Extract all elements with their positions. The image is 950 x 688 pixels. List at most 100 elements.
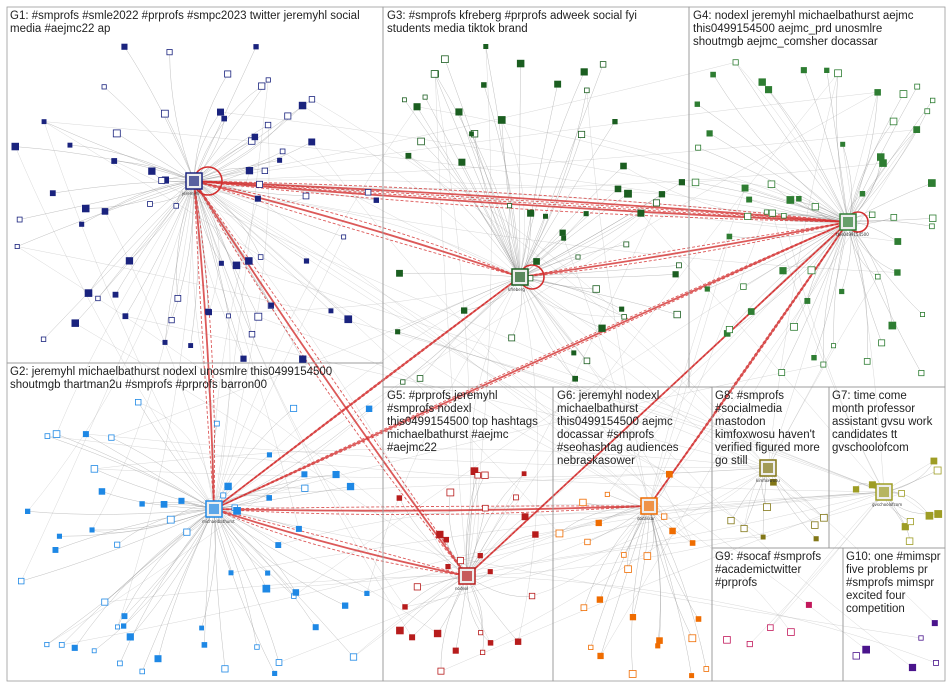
node bbox=[513, 495, 518, 500]
node bbox=[585, 88, 590, 93]
node bbox=[12, 143, 19, 150]
node bbox=[189, 344, 193, 348]
node bbox=[747, 197, 752, 202]
node bbox=[509, 335, 515, 341]
edge bbox=[467, 576, 532, 597]
node bbox=[696, 617, 701, 622]
node bbox=[302, 472, 307, 477]
node bbox=[342, 603, 348, 609]
node bbox=[434, 630, 441, 637]
panel-g2-border bbox=[7, 363, 383, 681]
node bbox=[257, 181, 263, 187]
edge bbox=[782, 222, 848, 373]
node bbox=[149, 168, 156, 175]
node bbox=[589, 645, 593, 649]
node bbox=[622, 315, 627, 320]
node bbox=[891, 215, 897, 221]
node bbox=[85, 290, 92, 297]
node bbox=[621, 163, 627, 169]
node bbox=[666, 471, 672, 477]
node bbox=[41, 337, 46, 342]
node bbox=[122, 614, 127, 619]
edge bbox=[194, 130, 917, 181]
node bbox=[653, 200, 659, 206]
node bbox=[293, 590, 299, 596]
node bbox=[350, 654, 356, 660]
node bbox=[597, 597, 603, 603]
node bbox=[638, 210, 644, 216]
node-layer bbox=[12, 44, 942, 678]
edge bbox=[400, 273, 520, 277]
node bbox=[676, 263, 681, 268]
hub-avatar bbox=[209, 504, 219, 514]
node bbox=[581, 69, 587, 75]
node bbox=[161, 110, 168, 117]
node bbox=[747, 641, 752, 646]
node bbox=[221, 493, 226, 498]
node bbox=[447, 489, 454, 496]
node bbox=[113, 292, 118, 297]
node bbox=[599, 325, 606, 332]
node bbox=[860, 191, 865, 196]
edge bbox=[649, 506, 692, 638]
node bbox=[488, 641, 493, 646]
node bbox=[584, 358, 590, 364]
node bbox=[581, 605, 587, 611]
node bbox=[241, 356, 246, 361]
node bbox=[397, 627, 404, 634]
node bbox=[53, 547, 58, 552]
node bbox=[397, 496, 402, 501]
node bbox=[291, 405, 297, 411]
node bbox=[159, 178, 165, 184]
node bbox=[80, 222, 84, 226]
node bbox=[926, 512, 933, 519]
node bbox=[234, 507, 241, 514]
node bbox=[309, 97, 315, 103]
edge bbox=[535, 492, 884, 535]
node bbox=[931, 458, 937, 464]
edge bbox=[649, 506, 661, 646]
node bbox=[72, 320, 79, 327]
node bbox=[517, 60, 524, 67]
node bbox=[266, 78, 270, 82]
edge bbox=[214, 509, 367, 593]
node bbox=[812, 522, 819, 529]
edge bbox=[467, 47, 491, 577]
node bbox=[741, 525, 747, 531]
node bbox=[347, 483, 354, 490]
node bbox=[788, 629, 795, 636]
node bbox=[801, 68, 806, 73]
node bbox=[935, 511, 942, 518]
node bbox=[596, 520, 602, 526]
node bbox=[812, 204, 818, 210]
node bbox=[90, 528, 94, 532]
node bbox=[329, 309, 333, 313]
node bbox=[459, 159, 465, 165]
node bbox=[309, 139, 315, 145]
hub-label: jeremyhl bbox=[181, 191, 200, 196]
node bbox=[600, 62, 606, 68]
node bbox=[45, 642, 49, 646]
node bbox=[576, 255, 580, 259]
node bbox=[695, 102, 700, 107]
node bbox=[254, 45, 258, 50]
node bbox=[217, 109, 223, 115]
node bbox=[267, 453, 271, 457]
node bbox=[374, 198, 379, 203]
node bbox=[764, 210, 768, 214]
edge bbox=[194, 137, 255, 181]
edge bbox=[194, 181, 412, 637]
node bbox=[410, 635, 415, 640]
node bbox=[225, 71, 231, 77]
node bbox=[118, 661, 123, 666]
node bbox=[461, 308, 467, 314]
panel-label-g8: G8: #smprofs #socialmedia mastodon kimfo… bbox=[715, 390, 823, 467]
node bbox=[555, 81, 561, 87]
node bbox=[821, 362, 826, 367]
node bbox=[313, 625, 318, 630]
node bbox=[482, 83, 487, 88]
hub-label: gvschoolofcom bbox=[872, 502, 902, 507]
node bbox=[705, 287, 709, 291]
edge bbox=[520, 64, 521, 277]
